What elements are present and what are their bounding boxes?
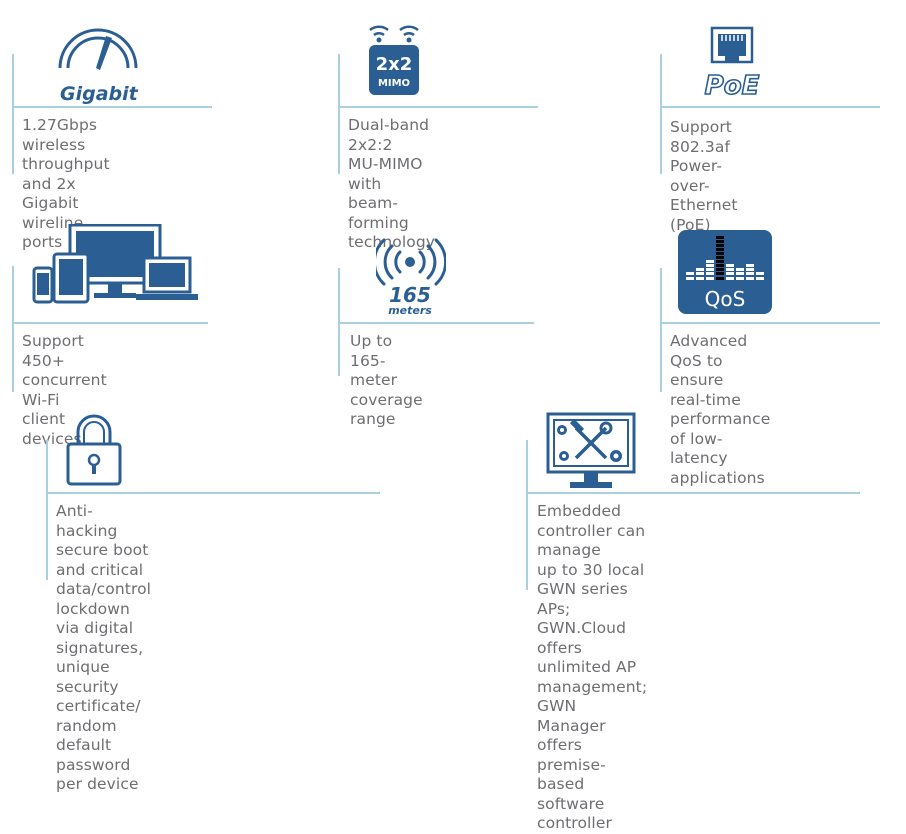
divider-horizontal [526,492,860,494]
feature-description: Embedded controller can manage up to 30 … [537,502,648,832]
divider-vertical [12,266,14,392]
divider-horizontal [12,106,212,108]
feature-description: Support 802.3af Power- over-Ethernet (Po… [670,118,738,234]
divider-horizontal [660,106,880,108]
speedometer-icon: Gigabit [52,18,144,104]
divider-vertical [526,440,528,590]
gigabit-label: Gigabit [60,83,139,104]
poe-label: PoE [705,71,760,100]
controller-tools-icon [546,412,636,494]
divider-horizontal [338,106,538,108]
feature-description: 1.27Gbps wireless throughput and 2x Giga… [22,116,110,251]
ethernet-port-icon: PoE [700,26,766,100]
feature-description: Dual-band 2x2:2 MU-MIMO with beam- formi… [348,116,436,251]
divider-vertical [12,54,14,174]
divider-vertical [338,54,340,174]
divider-vertical [660,54,662,174]
mimo-2x2-label: 2x2 [376,54,413,75]
feature-description: Support 450+ concurrent Wi-Fi client dev… [22,332,107,448]
qos-equalizer-icon: QoS [676,228,774,316]
divider-horizontal [46,492,380,494]
feature-description: Anti-hacking secure boot and critical da… [56,502,152,793]
range-number-label: 165 [389,283,431,307]
qos-label: QoS [705,287,746,311]
devices-icon [32,224,200,304]
feature-description: Advanced QoS to ensure real-time perform… [670,332,771,487]
divider-horizontal [338,322,534,324]
mimo-icon: 2x2 MIMO [366,20,422,98]
range-unit-label: meters [388,304,432,317]
divider-horizontal [12,322,208,324]
divider-vertical [46,440,48,580]
divider-vertical [660,268,662,392]
padlock-icon [64,412,124,488]
feature-description: Up to 165-meter coverage range [350,332,423,428]
divider-horizontal [660,322,880,324]
mimo-label: MIMO [378,78,410,89]
signal-range-icon: 165 meters [376,238,446,318]
